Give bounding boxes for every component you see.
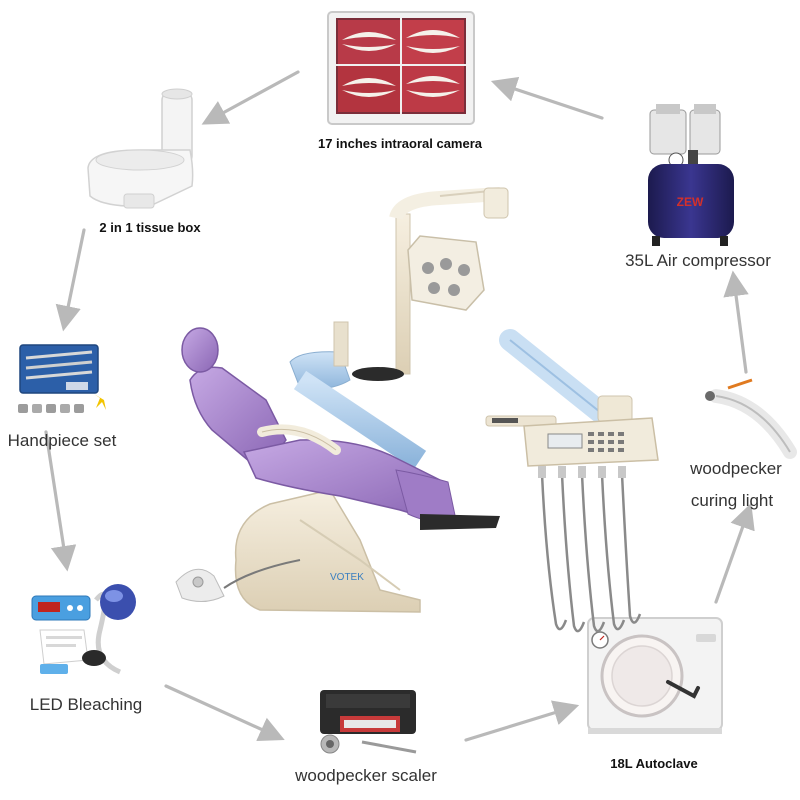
handpiece-set [18,344,106,413]
label-autoclave: 18L Autoclave [610,756,697,771]
mouth-panel [338,20,400,64]
mouth-panel [402,66,464,112]
arrow-curing-to-compressor [723,270,749,374]
arrow-handpiece-to-bleaching [44,430,77,572]
curing-light [705,378,797,459]
autoclave [587,617,723,734]
arrow-camera-to-tissue [201,70,300,125]
label-air-compressor: 35L Air compressor [625,251,771,270]
handpiece-tip [46,404,56,413]
led-bleaching-unit [31,584,136,675]
handpiece-tip [18,404,28,413]
flow-arrows [44,70,755,742]
label-tissue-box: 2 in 1 tissue box [99,220,201,235]
arrow-autoclave-to-curing [714,502,755,604]
label-handpiece-set: Handpiece set [8,431,117,450]
label-led-bleaching: LED Bleaching [30,695,142,714]
compressor-badge: ZEW [677,195,704,209]
ultrasonic-scaler [320,690,417,754]
mouth-panel [338,66,400,112]
dental-chair-unit: VOTEK [175,187,659,633]
label-intraoral-camera: 17 inches intraoral camera [318,136,483,151]
label-curing-light-line1: woodpecker [689,459,782,478]
intraoral-camera-monitor [327,11,475,125]
operating-lamp [407,235,485,311]
label-scaler: woodpecker scaler [294,766,437,785]
handpiece-tip [32,404,42,413]
chair-brand-mark: VOTEK [330,572,364,583]
tissue-box [87,88,194,209]
arrow-tissue-to-handpiece [55,228,86,332]
handpiece-tip [74,404,84,413]
arrow-scaler-to-autoclave [464,700,580,742]
handpiece-tip [60,404,70,413]
arrow-bleaching-to-scaler [164,684,285,742]
air-compressor: ZEW [648,104,734,246]
arrow-compressor-to-camera [490,76,604,120]
label-curing-light-line2: curing light [691,491,773,510]
mouth-panel [402,20,464,64]
